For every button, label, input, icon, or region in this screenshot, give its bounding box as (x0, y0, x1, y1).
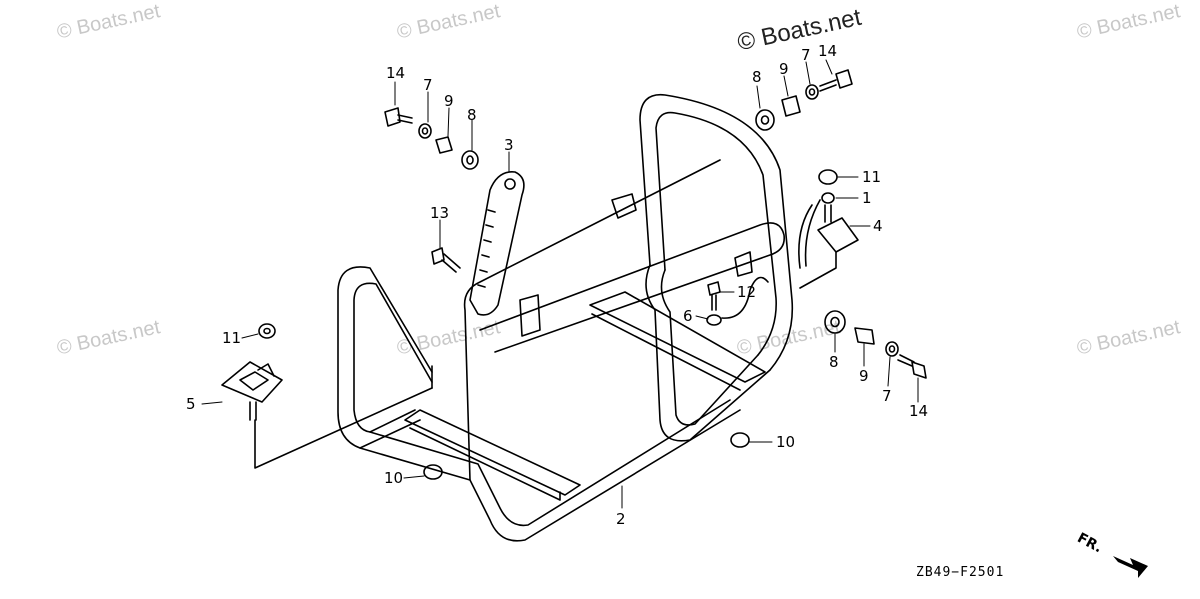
callout-12: 12 (737, 283, 756, 301)
nut-10-right (730, 432, 750, 448)
hardware-upper-left (384, 107, 479, 170)
callout-5: 5 (186, 395, 196, 413)
hardware-upper-right (755, 69, 853, 131)
bracket-part-3 (469, 171, 525, 316)
callout-7: 7 (423, 76, 433, 94)
mount-4 (798, 169, 859, 289)
callout-14: 14 (818, 42, 837, 60)
callout-8: 8 (467, 106, 477, 124)
callout-14: 14 (386, 64, 405, 82)
callout-8: 8 (829, 353, 839, 371)
callout-6: 6 (683, 307, 693, 325)
callout-10: 10 (776, 433, 795, 451)
callout-3: 3 (504, 136, 514, 154)
front-arrow-icon (1113, 556, 1148, 578)
mount-5 (221, 323, 433, 469)
callout-4: 4 (873, 217, 883, 235)
callout-2: 2 (616, 510, 626, 528)
callout-14: 14 (909, 402, 928, 420)
diagram-code: ZB49−F2501 (916, 565, 1005, 580)
leader-lines (201, 59, 919, 509)
callout-7: 7 (882, 387, 892, 405)
callout-9: 9 (444, 92, 454, 110)
callout-13: 13 (430, 204, 449, 222)
callout-11: 11 (862, 168, 881, 186)
callout-labels: 14 7 9 8 3 13 11 5 10 2 8 9 7 14 11 1 4 … (186, 42, 928, 528)
bolt-13 (431, 247, 461, 273)
callout-11: 11 (222, 329, 241, 347)
callout-1: 1 (862, 189, 872, 207)
hardware-lower-right (824, 310, 927, 379)
nut-10-left (423, 464, 443, 480)
callout-8: 8 (752, 68, 762, 86)
callout-9: 9 (859, 367, 869, 385)
frame-part (337, 93, 794, 542)
callout-7: 7 (801, 46, 811, 64)
callout-10: 10 (384, 469, 403, 487)
callout-9: 9 (779, 60, 789, 78)
